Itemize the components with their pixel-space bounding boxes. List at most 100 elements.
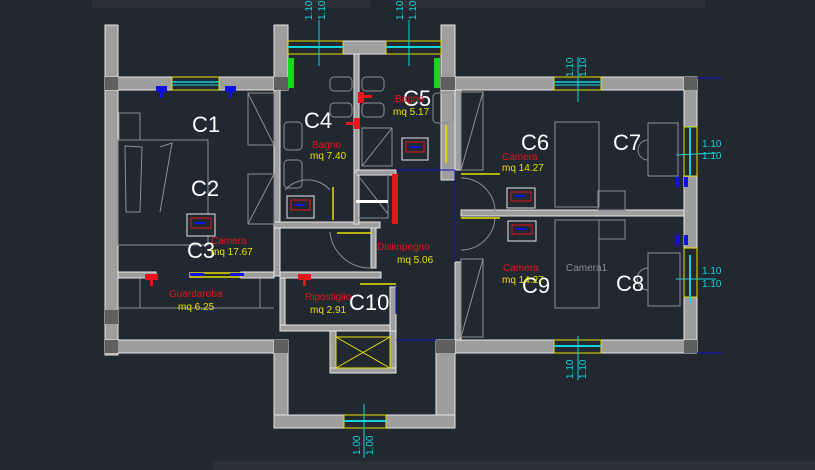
radiator-c4	[288, 58, 294, 88]
wall-shaft-right	[389, 330, 397, 374]
heater-c5	[401, 137, 429, 161]
dim-value: 1.10	[304, 0, 315, 20]
wall-corners	[105, 77, 697, 353]
dim-value: 1.10	[395, 0, 406, 20]
room-area-disimpegno: mq 5.06	[397, 255, 434, 266]
window-c4-top	[287, 20, 344, 66]
shower-c4	[355, 173, 389, 219]
wall-c6-left	[454, 89, 462, 171]
dim-label-c5-top: 1.10	[395, 0, 406, 20]
room-code-c3[interactable]: C3	[187, 238, 216, 263]
bed-c9	[554, 219, 600, 309]
window-c6-top	[553, 57, 602, 102]
fixture-c5-valve	[358, 92, 364, 103]
furniture	[117, 76, 681, 338]
room-name-c5: Bagno	[395, 94, 424, 105]
window-c7-right	[675, 126, 717, 177]
radiators	[288, 58, 440, 88]
wall-rip-left	[279, 277, 286, 331]
window-c5-top	[385, 20, 442, 66]
wall-guard-top-b	[240, 271, 275, 279]
wall-bottom-left	[104, 339, 289, 354]
sink-c5	[432, 92, 454, 124]
wall-rip-right	[389, 286, 397, 332]
furniture-label-camera1: Camera1	[566, 263, 608, 274]
wall-c5-bottom	[355, 169, 397, 176]
room-area-c5: mq 5.17	[393, 107, 430, 118]
wall-left-outer	[104, 24, 119, 356]
door-arc-disimpegno	[329, 231, 371, 269]
viewport-top-bar-right	[400, 0, 705, 8]
wardrobe-c6	[460, 91, 484, 171]
dim-label-c5-bottom: 1.10	[408, 0, 419, 20]
room-code-c10[interactable]: C10	[349, 290, 390, 315]
dim-value: 1.10	[408, 0, 419, 20]
heater-c4	[286, 195, 315, 219]
heater-c6	[506, 187, 536, 209]
room-code-c5[interactable]: C5	[403, 86, 432, 111]
window-c8-right	[676, 247, 716, 303]
dim-label-c8-top: 1.10	[702, 266, 722, 277]
door-arc-c4	[284, 179, 331, 191]
viewport-bottom-bar	[213, 461, 815, 470]
dim-label-entry-bottom: 1.00	[365, 435, 376, 455]
heater-c3	[186, 213, 216, 237]
room-code-c7[interactable]: C7	[613, 130, 642, 155]
wc-c5	[361, 76, 385, 92]
dim-value: 1.00	[365, 435, 376, 455]
dim-value: 1.10	[578, 359, 589, 379]
fixture-c4-valve	[354, 118, 360, 129]
heater-units	[186, 137, 537, 242]
wall-bottom-c9-a	[454, 339, 555, 354]
viewport-top-bar	[92, 0, 370, 8]
wall-top-c6-a	[454, 76, 555, 91]
wall-shaft-left	[329, 330, 337, 374]
room-area-guardaroba: mq 6.25	[178, 302, 215, 313]
fixture-c1-a	[156, 86, 167, 92]
room-code-c4[interactable]: C4	[304, 108, 333, 133]
bed-c6	[554, 121, 600, 208]
room-code-c8[interactable]: C8	[616, 271, 645, 296]
dim-label-c9-top: 1.10	[565, 359, 576, 379]
wardrobe-c1	[247, 92, 275, 146]
room-area-c6: mq 14.27	[502, 163, 544, 174]
door-arc-c6	[460, 177, 496, 213]
door-arc-c9	[460, 215, 496, 251]
opening-lines	[395, 77, 722, 354]
wall-rip-bottom	[279, 324, 397, 332]
walls	[104, 24, 698, 429]
dim-label-c4-top: 1.10	[304, 0, 315, 20]
dim-label-c8-bottom: 1.10	[702, 279, 722, 290]
dim-label-c4-bottom: 1.10	[317, 0, 328, 20]
fixture-c8	[676, 235, 679, 245]
dim-label-c6-bottom: 1.10	[578, 57, 589, 77]
room-code-c9[interactable]: C9	[522, 273, 551, 298]
room-name-c9: Camera	[503, 263, 539, 274]
sink2-c4	[283, 159, 303, 189]
desk-c8	[647, 252, 681, 307]
shower-c5	[361, 127, 393, 167]
heater-c9	[507, 220, 537, 242]
room-name-c6: Camera	[502, 152, 538, 163]
dim-label-c6-top: 1.10	[565, 57, 576, 77]
room-code-c6[interactable]: C6	[521, 130, 550, 155]
room-name-c10: Ripostiglio	[305, 292, 352, 303]
blue-fixtures	[156, 86, 688, 276]
dim-value: 1.10	[317, 0, 328, 20]
wall-c9-left	[454, 261, 462, 341]
wall-c4-left	[273, 89, 281, 277]
dim-value: 1.10	[578, 57, 589, 77]
dim-value: 1.10	[565, 57, 576, 77]
window-entry-bottom	[343, 404, 387, 458]
dim-value: 1.10	[565, 359, 576, 379]
windows	[171, 20, 717, 458]
room-name-guardaroba: Guardaroba	[169, 289, 223, 300]
room-code-c1[interactable]: C1	[192, 112, 221, 137]
bidet-c4	[329, 102, 353, 118]
wall-c4-c5	[353, 53, 360, 225]
room-area-c4: mq 7.40	[310, 151, 347, 162]
room-code-c2[interactable]: C2	[191, 176, 220, 201]
fixture-guardaroba	[145, 274, 158, 280]
window-c9-bottom	[553, 336, 602, 380]
